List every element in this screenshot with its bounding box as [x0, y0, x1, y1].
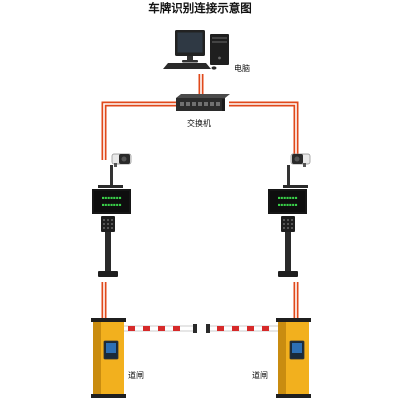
svg-text:▪▪▪▪▪▪▪: ▪▪▪▪▪▪▪: [102, 195, 122, 200]
cable-switch-to-left: [101, 101, 176, 160]
lpr-camera-icon: [287, 153, 311, 185]
led-display-icon: ▪▪▪▪▪▪▪ ▪▪▪▪▪▪▪: [268, 189, 307, 214]
barrier-gate-icon: [206, 318, 311, 398]
right-lpr-pole: ▪▪▪▪▪▪▪ ▪▪▪▪▪▪▪: [268, 153, 311, 277]
lpr-camera-icon: [110, 153, 132, 185]
network-switch-icon: [176, 94, 230, 111]
svg-text:▪▪▪▪▪▪▪: ▪▪▪▪▪▪▪: [278, 202, 298, 207]
barrier-arm-right: [206, 324, 281, 333]
pole-base: [98, 271, 118, 277]
switch-label: 交换机: [187, 119, 211, 128]
keyboard: [163, 63, 211, 69]
pole: [105, 232, 111, 272]
pole-base: [278, 271, 298, 277]
diagram-title: 车牌识别连接示意图: [148, 1, 252, 15]
svg-text:▪▪▪▪▪▪▪: ▪▪▪▪▪▪▪: [102, 202, 122, 207]
pole: [285, 232, 291, 272]
computer-label: 电脑: [234, 64, 250, 73]
barrier-housing-left: [91, 318, 126, 398]
led-display-icon: ▪▪▪▪▪▪▪ ▪▪▪▪▪▪▪: [92, 189, 131, 214]
barrier-gate-icon: [91, 318, 197, 398]
network-cables: [101, 74, 299, 318]
left-gate-label: 道闸: [128, 371, 144, 380]
right-gate-label: 道闸: [252, 371, 268, 380]
barrier-arm-left: [121, 324, 197, 333]
left-lpr-pole: ▪▪▪▪▪▪▪ ▪▪▪▪▪▪▪: [92, 153, 132, 277]
barrier-housing-right: [276, 318, 311, 398]
cable-inner: [103, 74, 297, 318]
mouse: [211, 66, 217, 70]
cable-switch-to-right: [229, 101, 299, 160]
svg-text:▪▪▪▪▪▪▪: ▪▪▪▪▪▪▪: [278, 195, 298, 200]
desktop-computer-icon: [163, 30, 229, 70]
